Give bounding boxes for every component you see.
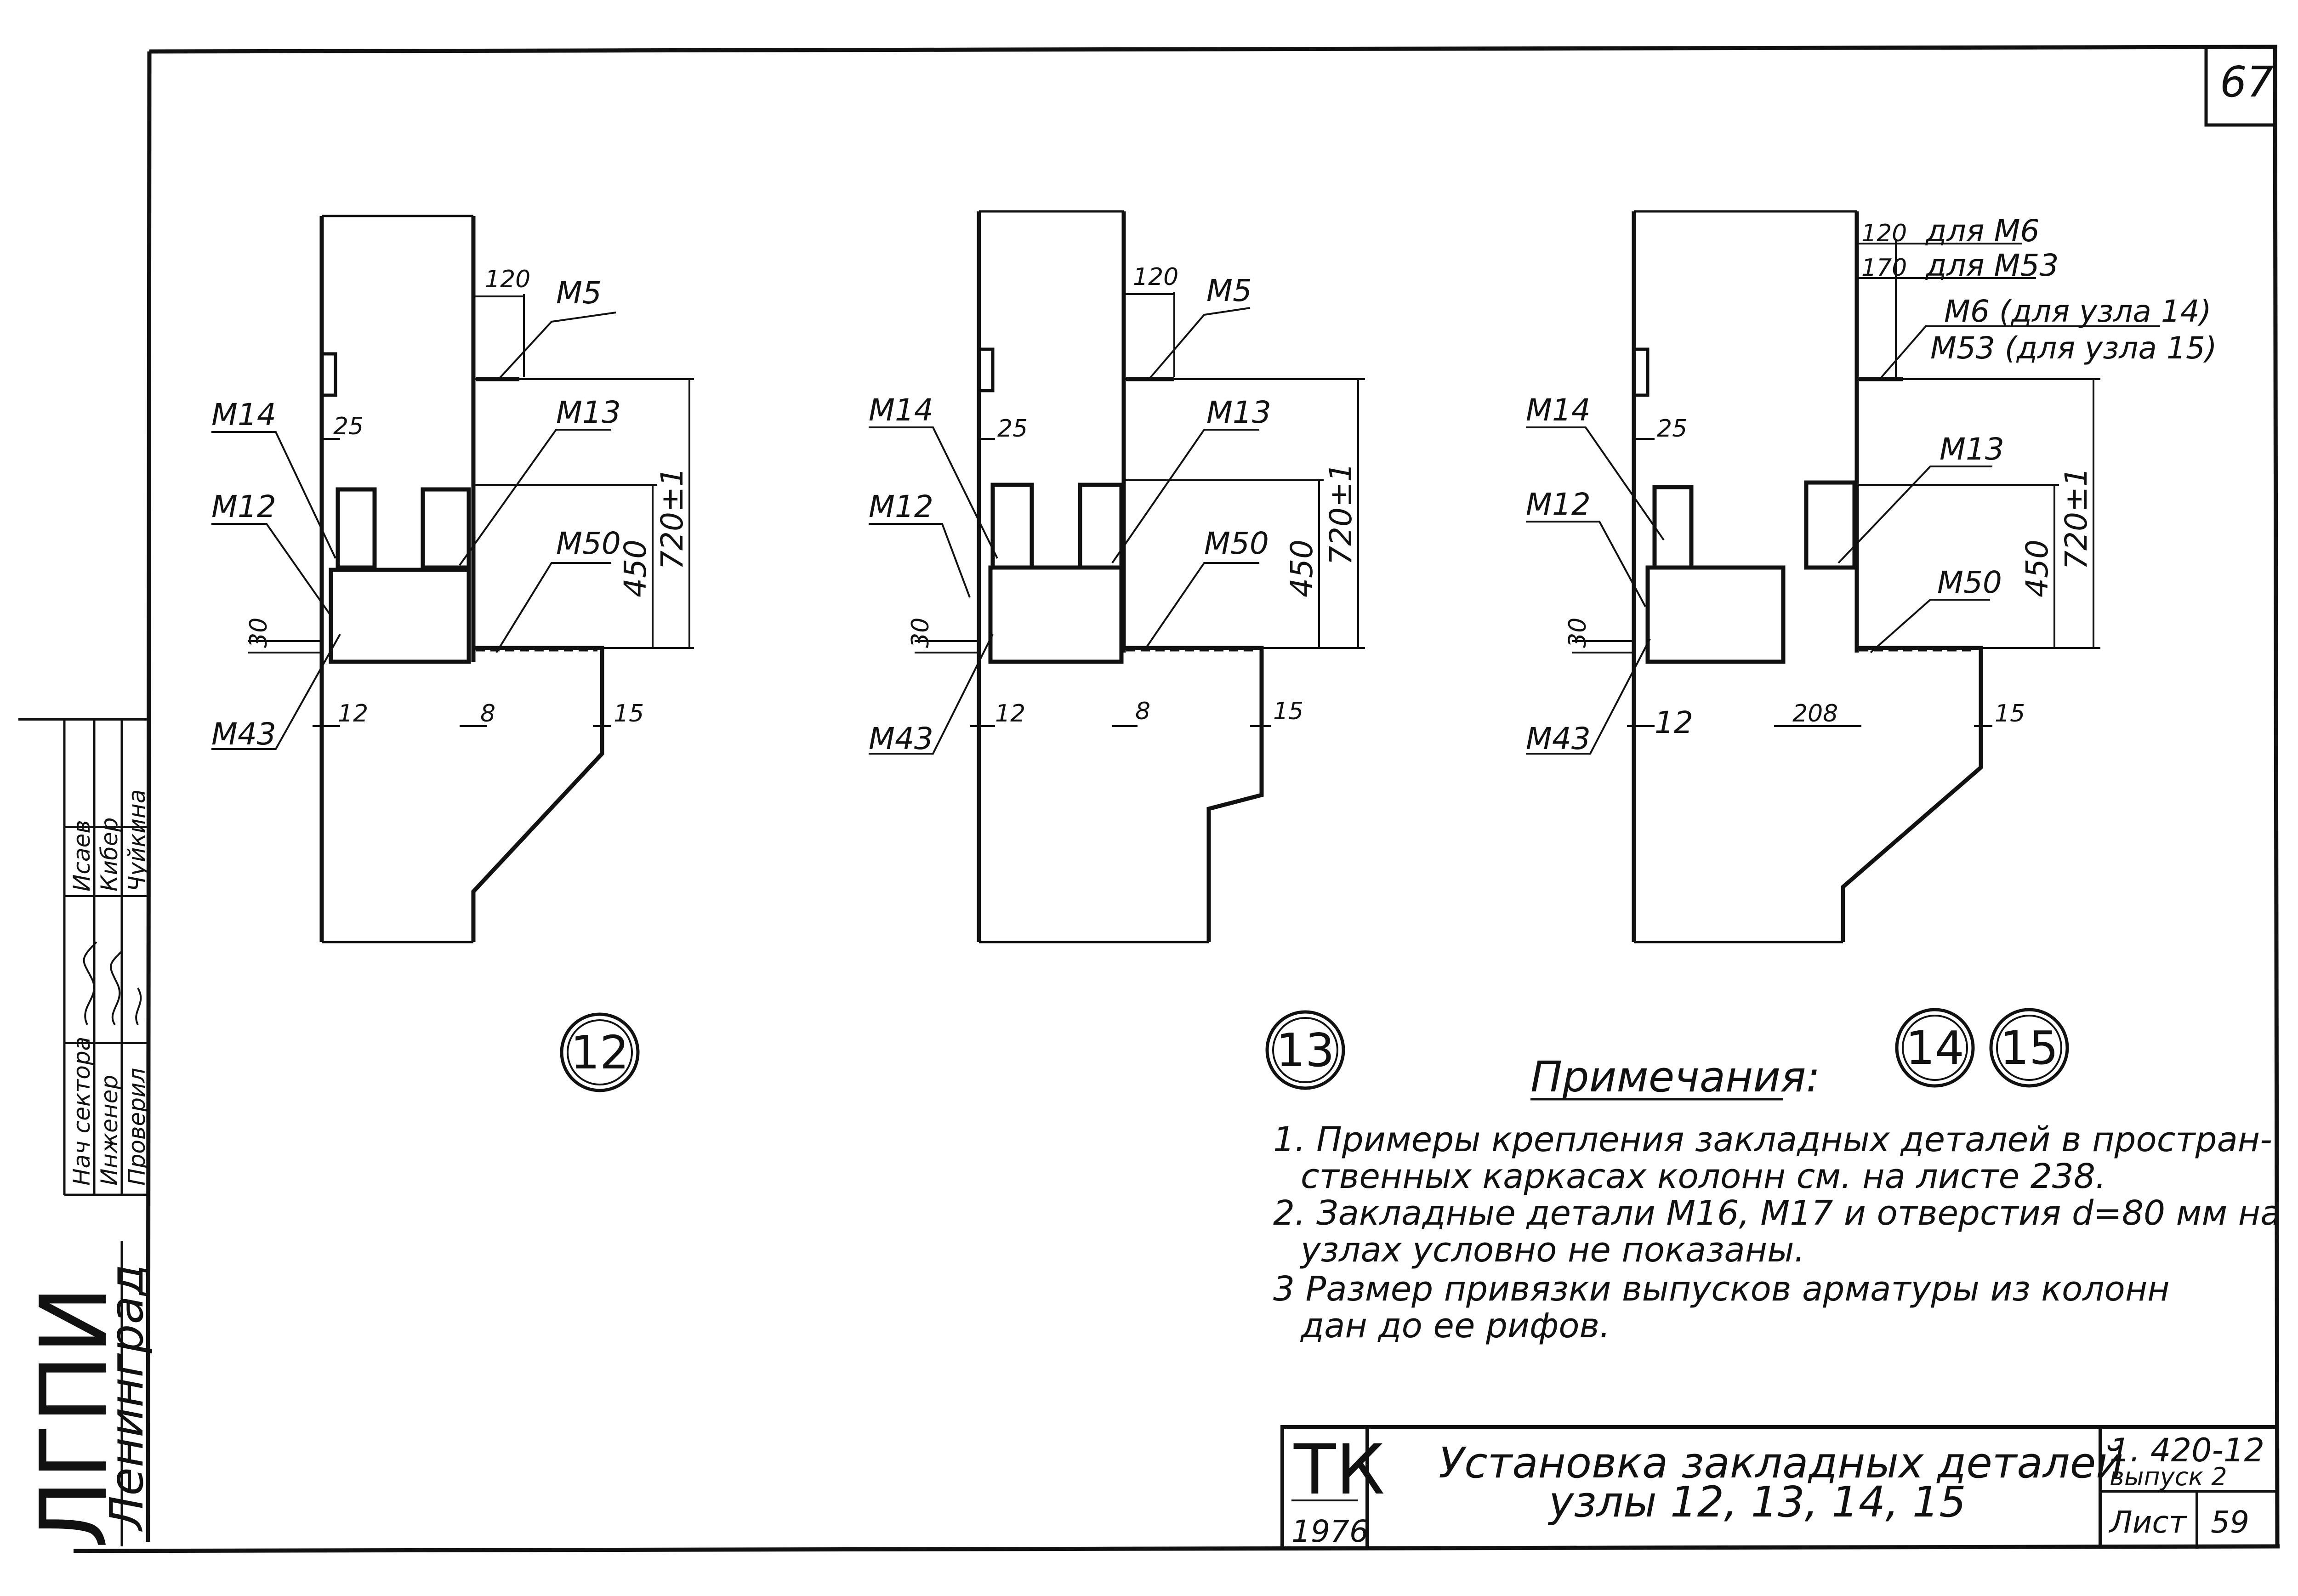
- note-line-4: узлах условно не показаны.: [1300, 1230, 1805, 1270]
- node-14-15-labels: для М6 для М53 М6 (для узла 14) М53 (для…: [1526, 213, 2217, 756]
- org-name: ЛГПИ: [21, 1286, 128, 1549]
- series-number: 1. 420-12: [2110, 1431, 2264, 1469]
- sheet-number: 59: [2211, 1505, 2249, 1540]
- dim-30: 30: [245, 618, 273, 648]
- dim-25: 25: [1657, 415, 1687, 443]
- node-circle-15: 15: [2000, 1021, 2058, 1075]
- node-14-15-drawing: [1526, 210, 2160, 943]
- dim-8: 8: [480, 700, 495, 727]
- side-role-3: Проверил: [124, 1068, 150, 1186]
- note-line-6: дан до ее рифов.: [1300, 1306, 1610, 1346]
- dim-15: 15: [1995, 700, 2025, 727]
- dim-120: 120: [1861, 220, 1907, 247]
- notes-block: Примечания: 1. Примеры крепления закладн…: [1273, 1052, 2281, 1346]
- dim-450: 450: [2019, 540, 2055, 597]
- label-m43: M43: [869, 721, 933, 756]
- label-m50: M50: [1204, 526, 1269, 561]
- stamp-tk: ТК: [1293, 1430, 1385, 1510]
- side-name-1: Исаев: [68, 820, 95, 892]
- label-m14: M14: [1526, 392, 1591, 428]
- dim-450: 450: [618, 540, 653, 597]
- dim-720: 720±1: [1323, 463, 1359, 565]
- label-m12: M12: [869, 489, 933, 524]
- stamp-year: 1976: [1291, 1514, 1369, 1549]
- label-m5: M5: [556, 275, 602, 311]
- note-line-5: 3 Размер привязки выпусков арматуры из к…: [1273, 1269, 2170, 1309]
- page-number-box: 67: [2204, 48, 2276, 127]
- dim-12: 12: [995, 700, 1025, 727]
- node-circle-13: 13: [1276, 1023, 1334, 1077]
- dim-208: 208: [1792, 700, 1838, 727]
- dim-120: 120: [485, 266, 530, 293]
- dim-450: 450: [1284, 540, 1320, 597]
- side-role-2: Инженер: [96, 1075, 123, 1186]
- dim-120: 120: [1133, 263, 1178, 291]
- node-circle-14: 14: [1906, 1021, 1964, 1075]
- signature-scribble: [83, 941, 142, 1026]
- side-block: Нач сектора Инженер Проверил Исаев Кибер…: [18, 718, 154, 1549]
- dim-12: 12: [338, 700, 368, 727]
- title-block: ТК 1976 Установка закладных деталей узлы…: [1280, 1425, 2277, 1549]
- dim-15: 15: [1273, 698, 1303, 725]
- side-name-3: Чуйкина: [124, 789, 150, 892]
- drawing-title-line-1: Установка закладных деталей: [1439, 1438, 2123, 1488]
- dim-720: 720±1: [2059, 467, 2094, 570]
- label-m43: M43: [211, 716, 276, 752]
- callout-for-m53: для М53: [1925, 248, 2059, 283]
- dim-15: 15: [614, 700, 644, 727]
- note-line-3: 2. Закладные детали М16, М17 и отверстия…: [1273, 1193, 2281, 1233]
- label-m50: M50: [1937, 565, 2002, 600]
- dim-25: 25: [333, 413, 364, 440]
- callout-m6-node14: М6 (для узла 14): [1944, 294, 2212, 329]
- issue-number: выпуск 2: [2110, 1462, 2227, 1491]
- sheet-frame: [73, 45, 2280, 1553]
- note-line-1: 1. Примеры крепления закладных деталей в…: [1273, 1120, 2272, 1159]
- dim-12: 12: [1655, 705, 1693, 740]
- label-m14: M14: [869, 392, 933, 428]
- label-m13: M13: [556, 395, 621, 430]
- page-number: 67: [2220, 57, 2274, 107]
- label-m43: M43: [1526, 721, 1591, 756]
- label-m14: M14: [211, 397, 276, 432]
- label-m13: M13: [1940, 432, 2004, 467]
- dim-30: 30: [907, 618, 934, 648]
- node-12-drawing: [211, 215, 694, 943]
- callout-m53-node15: М53 (для узла 15): [1930, 330, 2217, 366]
- sheet-label: Лист: [2109, 1505, 2188, 1540]
- dim-25: 25: [997, 415, 1028, 443]
- label-m50: M50: [556, 526, 621, 561]
- side-name-2: Кибер: [96, 818, 123, 892]
- drawing-title-line-2: узлы 12, 13, 14, 15: [1547, 1477, 1966, 1527]
- node-circles: 12 13 14 15: [560, 1008, 2069, 1092]
- dim-720: 720±1: [654, 467, 690, 570]
- notes-title: Примечания:: [1530, 1052, 1820, 1102]
- label-m12: M12: [211, 489, 276, 524]
- label-m5: M5: [1206, 273, 1252, 308]
- side-role-1: Нач сектора: [68, 1037, 95, 1186]
- node-12-labels: M5 M14 M13 M12 M50 M43 120 25 720±1 450 …: [211, 266, 690, 752]
- dim-170: 170: [1861, 254, 1907, 282]
- dim-8: 8: [1135, 698, 1150, 725]
- dim-30: 30: [1564, 618, 1592, 648]
- note-line-2: ственных каркасах колонн см. на листе 23…: [1301, 1157, 2106, 1196]
- city-name: Ленинград: [100, 1264, 154, 1532]
- node-13-labels: M5 M14 M13 M12 M50 M43 120 25 720±1 450 …: [869, 263, 1359, 756]
- callout-for-m6: для М6: [1925, 213, 2039, 249]
- node-circle-12: 12: [570, 1026, 629, 1079]
- node-13-drawing: [869, 210, 1365, 943]
- label-m13: M13: [1206, 395, 1271, 430]
- label-m12: M12: [1526, 487, 1591, 522]
